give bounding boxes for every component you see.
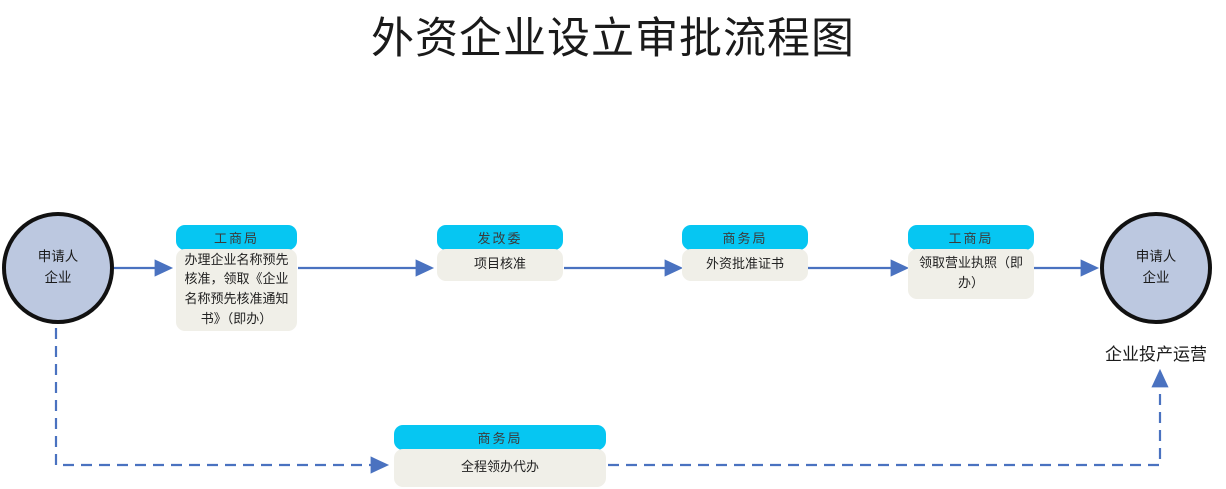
end-node-applicant[interactable]: 申请人 企业	[1100, 212, 1212, 324]
step-1-header: 工商局	[176, 225, 297, 250]
start-node-line1: 申请人	[37, 249, 79, 266]
step-node-3[interactable]: 商务局 外资批准证书	[682, 225, 808, 281]
step-1-body: 办理企业名称预先核准，领取《企业名称预先核准通知书》（即办）	[176, 249, 297, 331]
dashed-connectors	[54, 328, 1169, 474]
end-node-line2: 企业	[1142, 270, 1170, 286]
end-caption-label: 企业投产运营	[1105, 345, 1207, 365]
step-2-header: 发改委	[437, 225, 563, 250]
step-3-header: 商务局	[682, 225, 808, 250]
step-node-1[interactable]: 工商局 办理企业名称预先核准，领取《企业名称预先核准通知书》（即办）	[176, 225, 297, 331]
step-3-body: 外资批准证书	[682, 249, 808, 281]
step-4-body: 领取营业执照（即办）	[908, 249, 1034, 299]
end-node-line1: 申请人	[1135, 249, 1177, 266]
step-node-4[interactable]: 工商局 领取营业执照（即办）	[908, 225, 1034, 299]
start-node-line2: 企业	[44, 270, 72, 286]
step-4-header: 工商局	[908, 225, 1034, 250]
arrow-start-to-support	[54, 328, 390, 474]
support-node[interactable]: 商务局 全程领办代办	[394, 425, 606, 487]
start-node-applicant[interactable]: 申请人 企业	[2, 212, 114, 324]
step-2-body: 项目核准	[437, 249, 563, 281]
page-title: 外资企业设立审批流程图	[371, 14, 855, 64]
step-node-2[interactable]: 发改委 项目核准	[437, 225, 563, 281]
support-node-header: 商务局	[394, 425, 606, 450]
arrow-support-to-end	[608, 368, 1169, 467]
support-node-body: 全程领办代办	[394, 449, 606, 487]
